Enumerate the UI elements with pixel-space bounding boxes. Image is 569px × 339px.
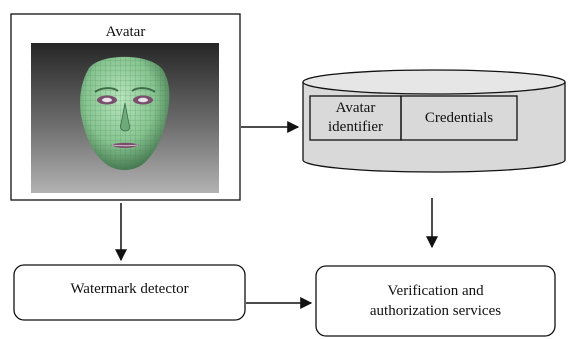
verification-label: Verification and authorization services [316,281,555,321]
database-cylinder [302,69,566,173]
verification-line1: Verification and [387,283,484,299]
watermark-detector-box [13,264,246,321]
credentials-label: Credentials [424,110,494,126]
watermark-detector-label: Watermark detector [70,281,189,297]
verification-line2: authorization services [369,303,502,319]
avatar-face-image [31,43,219,193]
credentials-field [400,95,518,141]
avatar-identifier-line2: identifier [328,119,383,135]
avatar-title: Avatar [105,24,146,40]
avatar-identifier-label: Avatar identifier [310,99,401,137]
verification-box [315,265,556,337]
avatar-identifier-line1: Avatar [335,100,376,116]
